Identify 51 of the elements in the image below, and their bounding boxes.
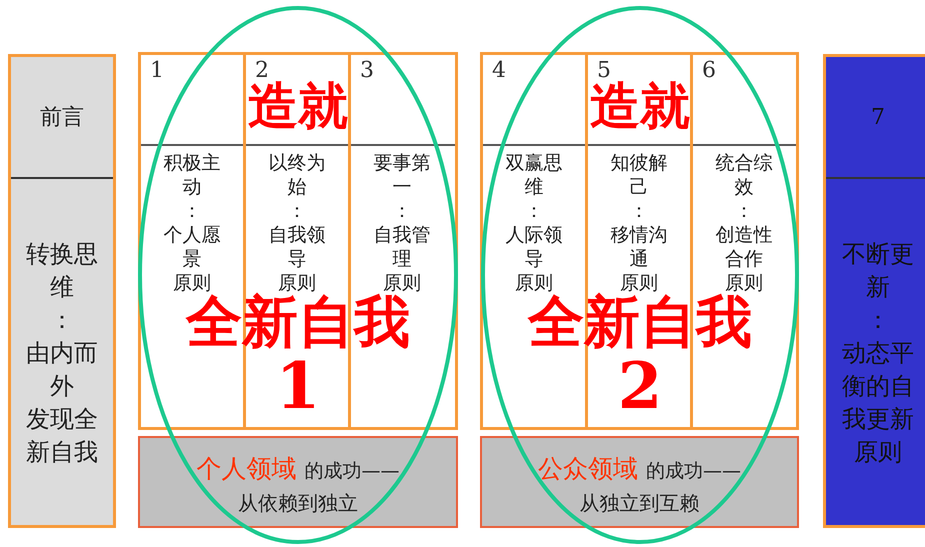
- summary-text: 从独立到互赖: [580, 490, 700, 517]
- summary-panel: [480, 436, 799, 528]
- principle-text: 移情沟通: [610, 223, 668, 271]
- principle-text: 个人愿景: [162, 223, 222, 271]
- habit-number: 7: [870, 105, 886, 131]
- habit-number: 3: [360, 58, 374, 84]
- principle-label: 原则: [725, 271, 763, 294]
- habit-name: 要事第一: [372, 151, 432, 199]
- principle-label: 原则: [515, 271, 553, 294]
- habit-name: 双赢思维: [504, 151, 564, 199]
- colon-mark: ：: [524, 199, 544, 223]
- column-text: 转换思维: [25, 239, 99, 303]
- principle-text: 人际领导: [504, 223, 564, 271]
- colon-mark: ：: [392, 199, 412, 223]
- group-panel: [480, 52, 799, 430]
- habit-name: 积极主动: [162, 151, 222, 199]
- domain-title: 公众领域: [538, 454, 638, 483]
- principle-label: 原则: [278, 271, 316, 294]
- colon-mark: ：: [50, 305, 74, 336]
- principle-text: 创造性合作: [714, 223, 774, 271]
- principle-text: 自我管理: [372, 223, 432, 271]
- colon-mark: ：: [288, 199, 306, 223]
- principle-label: 原则: [173, 271, 211, 294]
- section-heading: 前言: [39, 105, 85, 131]
- colon-mark: ：: [866, 305, 890, 336]
- principle-label: 原则: [620, 271, 658, 294]
- group-panel: [138, 52, 458, 430]
- colon-mark: ：: [182, 199, 202, 223]
- colon-mark: ：: [630, 199, 648, 223]
- principle-text: 自我领导: [268, 223, 326, 271]
- habit-number: 4: [492, 58, 506, 84]
- column-text: 不断更新: [841, 239, 915, 303]
- habit-number: 1: [150, 58, 164, 84]
- habit-number: 6: [702, 58, 716, 84]
- habit-name: 统合综效: [714, 151, 774, 199]
- overlay-number: 1: [276, 354, 320, 420]
- overlay-number: 2: [618, 354, 662, 420]
- summary-text: 从依赖到独立: [238, 490, 358, 517]
- summary-text: 的成功——: [646, 460, 741, 482]
- habit-name: 以终为始: [268, 151, 326, 199]
- column-text: 动态平衡的自我更新原则: [841, 338, 915, 468]
- side-column: [823, 54, 925, 528]
- principle-label: 原则: [383, 271, 421, 294]
- column-text: 由内而外: [25, 338, 99, 402]
- habit-name: 知彼解己: [610, 151, 668, 199]
- summary-text: 的成功——: [304, 460, 400, 482]
- column-text: 发现全新自我: [25, 404, 99, 468]
- side-column: [8, 54, 116, 528]
- summary-panel: [138, 436, 458, 528]
- colon-mark: ：: [734, 199, 754, 223]
- domain-title: 个人领域: [196, 454, 296, 483]
